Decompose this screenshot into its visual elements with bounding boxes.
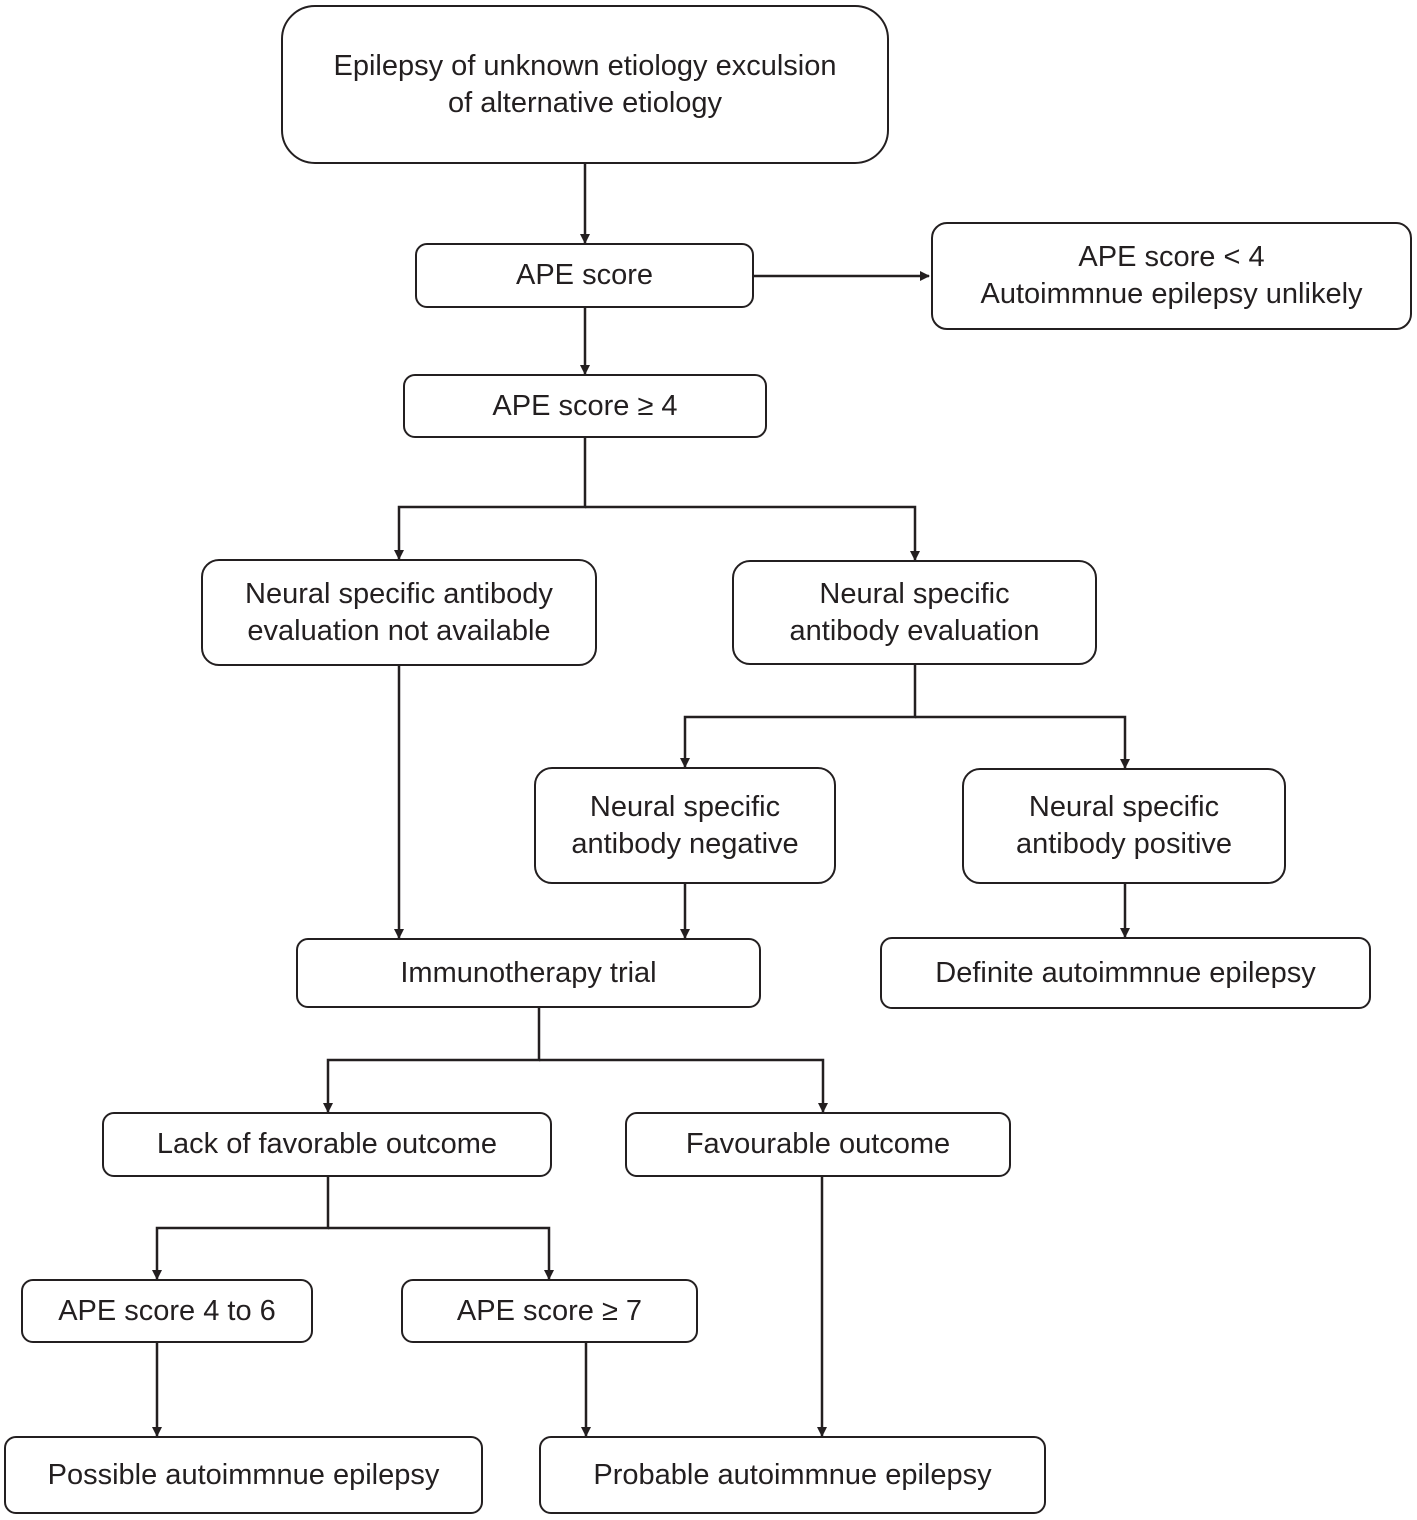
node-label: Neural specific antibody positive xyxy=(1016,789,1232,863)
node-label-line: Neural specific antibody xyxy=(245,577,553,610)
ape-score-low-node: APE score < 4 Autoimmnue epilepsy unlikel… xyxy=(931,222,1412,330)
node-label: APE score 4 to 6 xyxy=(58,1293,276,1330)
edge-lack-favorable-to-ape-7 xyxy=(328,1226,554,1280)
node-label-line: of alternative etiology xyxy=(447,86,723,119)
favourable-outcome-node: Favourable outcome xyxy=(625,1112,1011,1177)
node-label: Possible autoimmnue epilepsy xyxy=(48,1457,440,1494)
node-label: APE score ≥ 7 xyxy=(457,1293,642,1330)
immunotherapy-trial-node: Immunotherapy trial xyxy=(296,938,761,1008)
node-label: Favourable outcome xyxy=(686,1126,950,1163)
node-label: APE score xyxy=(516,257,653,294)
node-label-line: APE score 4 to 6 xyxy=(58,1294,276,1327)
node-label-line: Neural specific xyxy=(1028,791,1220,823)
possible-epilepsy-node: Possible autoimmnue epilepsy xyxy=(4,1436,483,1514)
node-label-line: Autoimmnue epilepsy unlikely xyxy=(980,278,1363,310)
definite-epilepsy-node: Definite autoimmnue epilepsy xyxy=(880,937,1371,1009)
node-label: Neural specific antibody negative xyxy=(571,789,798,863)
ape-score-node: APE score xyxy=(415,243,754,308)
node-label-line: Definite autoimmnue epilepsy xyxy=(935,956,1316,989)
antibody-not-available-node: Neural specific antibody evaluation not a… xyxy=(201,559,597,666)
start-node: Epilepsy of unknown etiology exculsion of… xyxy=(281,5,889,164)
node-label-line: Neural specific xyxy=(589,790,781,823)
node-label-line: evaluation not available xyxy=(247,614,551,647)
edge-ape-high-to-ab-evaluation xyxy=(585,505,920,561)
node-label: Immunotherapy trial xyxy=(400,955,656,992)
edge-ab-evaluation-to-ab-negative xyxy=(680,665,917,768)
node-label-line: Probable autoimmnue epilepsy xyxy=(593,1458,992,1491)
node-label-line: antibody evaluation xyxy=(789,614,1040,647)
node-label-line: Immunotherapy trial xyxy=(400,956,657,989)
node-label-line: APE score < 4 xyxy=(1078,241,1265,273)
node-label: APE score ≥ 4 xyxy=(492,388,677,425)
node-label-line: APE score ≥ 4 xyxy=(492,389,678,422)
edge-immunotherapy-to-favourable xyxy=(539,1058,828,1113)
node-label-line: Neural specific xyxy=(819,577,1010,610)
ape-score-4-to-6-node: APE score 4 to 6 xyxy=(21,1279,313,1343)
antibody-evaluation-node: Neural specific antibody evaluation xyxy=(732,560,1097,665)
edge-immunotherapy-to-lack-favorable xyxy=(323,1008,541,1113)
node-label: Lack of favorable outcome xyxy=(157,1126,497,1163)
node-label: Neural specific antibody evaluation not a… xyxy=(245,576,553,650)
node-label-line: Epilepsy of unknown etiology exculsion xyxy=(333,49,837,82)
node-label-line: Lack of favorable outcome xyxy=(156,1128,498,1160)
node-label-line: antibody negative xyxy=(571,827,799,860)
node-label-line: APE score xyxy=(516,259,653,291)
ape-score-high-node: APE score ≥ 4 xyxy=(403,374,767,438)
edge-ab-evaluation-to-ab-positive xyxy=(915,715,1130,769)
node-label: Definite autoimmnue epilepsy xyxy=(935,955,1315,992)
node-label: Epilepsy of unknown etiology exculsion of… xyxy=(334,48,837,122)
node-label: Neural specific antibody evaluation xyxy=(790,576,1040,650)
node-label-line: antibody positive xyxy=(1015,828,1233,860)
node-label-line: Possible autoimmnue epilepsy xyxy=(47,1458,440,1491)
lack-favorable-outcome-node: Lack of favorable outcome xyxy=(102,1112,552,1177)
node-label: APE score < 4 Autoimmnue epilepsy unlikel… xyxy=(980,239,1362,313)
node-label-line: Favourable outcome xyxy=(685,1128,951,1160)
antibody-negative-node: Neural specific antibody negative xyxy=(534,767,836,884)
edge-lack-favorable-to-ape-4-6 xyxy=(152,1177,330,1280)
node-label: Probable autoimmnue epilepsy xyxy=(593,1457,991,1494)
antibody-positive-node: Neural specific antibody positive xyxy=(962,768,1286,884)
probable-epilepsy-node: Probable autoimmnue epilepsy xyxy=(539,1436,1046,1514)
node-label-line: APE score ≥ 7 xyxy=(456,1294,643,1327)
edge-ape-high-to-ab-not-available xyxy=(394,438,587,560)
ape-score-7-node: APE score ≥ 7 xyxy=(401,1279,698,1343)
